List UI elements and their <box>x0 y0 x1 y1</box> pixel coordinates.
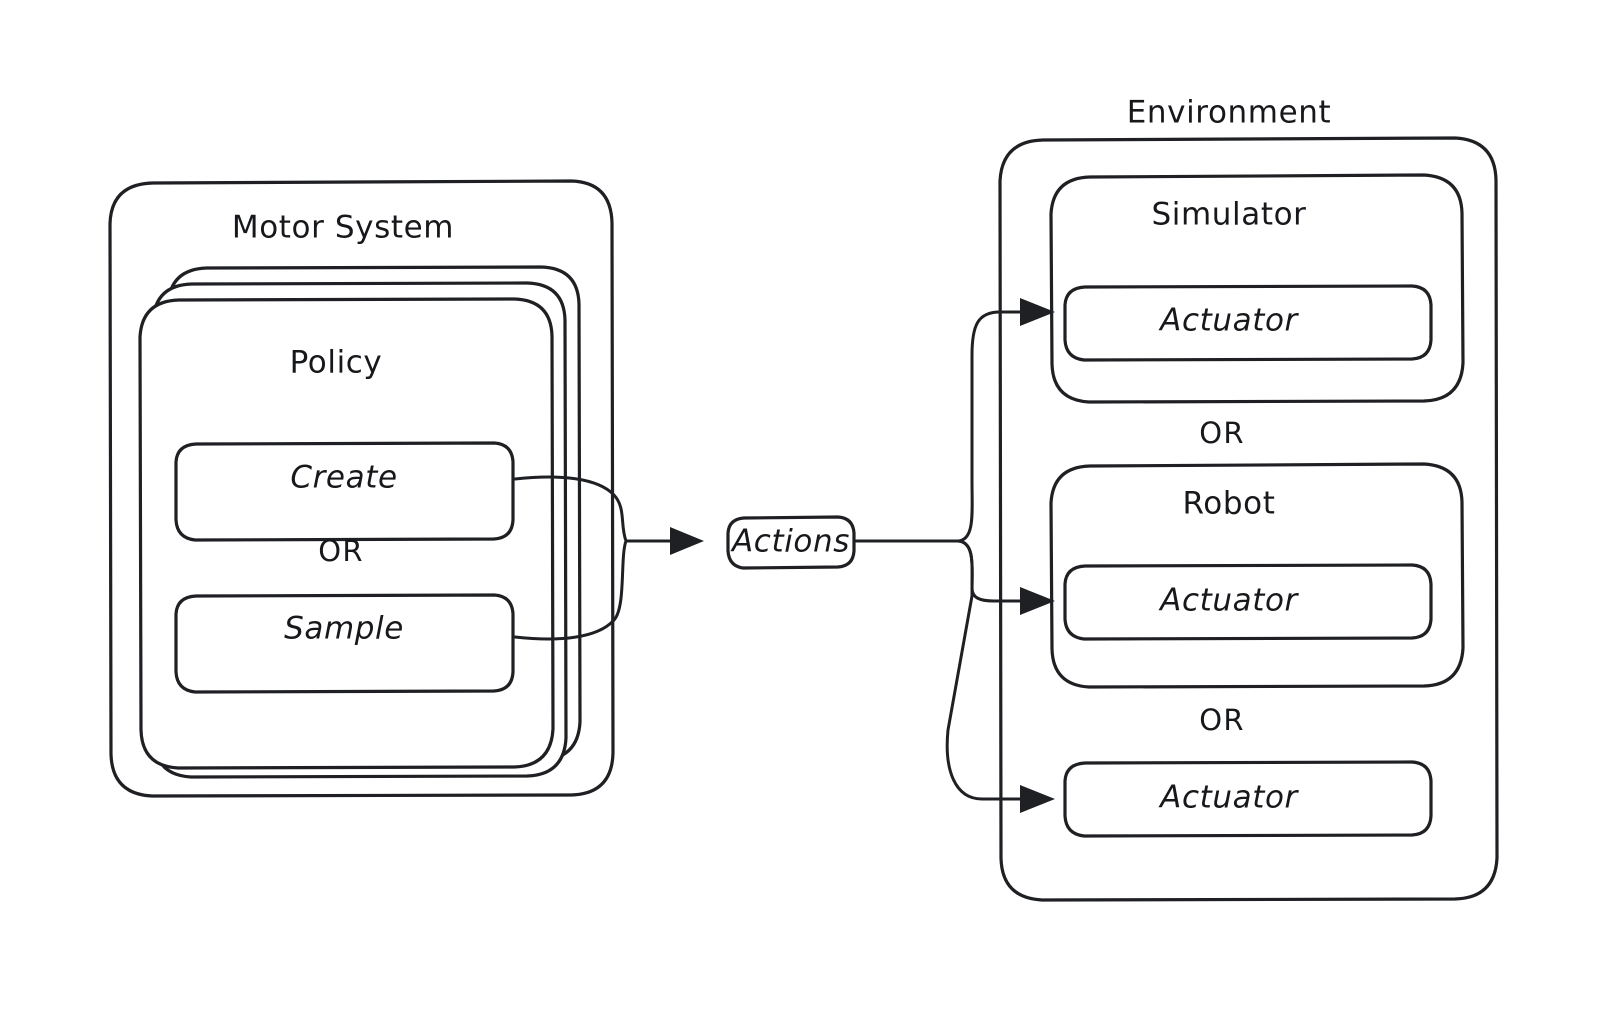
environment-or-label-2: OR <box>1199 703 1244 737</box>
sample-label: Sample <box>284 611 404 647</box>
edge-sample-to-actions <box>513 539 628 641</box>
environment-group <box>998 136 1499 902</box>
create-box-border <box>174 441 515 542</box>
simulator-actuator-box[interactable] <box>1063 284 1433 362</box>
sample-box[interactable] <box>174 593 515 694</box>
environment-border <box>998 136 1499 902</box>
edge-create-to-actions <box>513 475 628 543</box>
robot-border <box>1049 462 1465 689</box>
robot-actuator-border <box>1063 563 1433 641</box>
create-box[interactable] <box>174 441 515 542</box>
bare-actuator-border <box>1063 760 1433 838</box>
bare-actuator-label: Actuator <box>1158 780 1299 816</box>
sample-box-border <box>174 593 515 694</box>
actions-node-border <box>726 515 856 570</box>
robot-group <box>1049 462 1465 689</box>
bare-actuator-box[interactable] <box>1063 760 1433 838</box>
simulator-actuator-border <box>1063 284 1433 362</box>
arrowhead-simulator-actuator <box>1020 298 1055 326</box>
actions-label: Actions <box>730 524 850 560</box>
simulator-label: Simulator <box>1151 197 1306 233</box>
robot-label: Robot <box>1183 486 1276 522</box>
arrowhead-robot-actuator <box>1020 587 1055 615</box>
edge-actions-to-actuators <box>854 298 1055 813</box>
simulator-actuator-label: Actuator <box>1158 303 1299 339</box>
policy-label: Policy <box>290 345 383 381</box>
actions-node[interactable] <box>726 515 856 570</box>
edge-to-robot-actuator <box>956 539 1024 603</box>
motor-system-label: Motor System <box>232 210 454 246</box>
edge-to-bare-actuator <box>945 539 1024 801</box>
simulator-border <box>1049 173 1465 404</box>
arrowhead-to-actions <box>670 527 704 555</box>
policy-or-label: OR <box>318 534 363 568</box>
environment-label: Environment <box>1127 95 1332 131</box>
robot-actuator-box[interactable] <box>1063 563 1433 641</box>
create-label: Create <box>290 460 397 496</box>
edge-to-simulator-actuator <box>956 310 1024 543</box>
robot-actuator-label: Actuator <box>1158 583 1299 619</box>
simulator-group <box>1049 173 1465 404</box>
edge-policy-to-actions <box>513 475 704 641</box>
arrowhead-bare-actuator <box>1020 785 1055 813</box>
environment-or-label-1: OR <box>1199 416 1244 450</box>
